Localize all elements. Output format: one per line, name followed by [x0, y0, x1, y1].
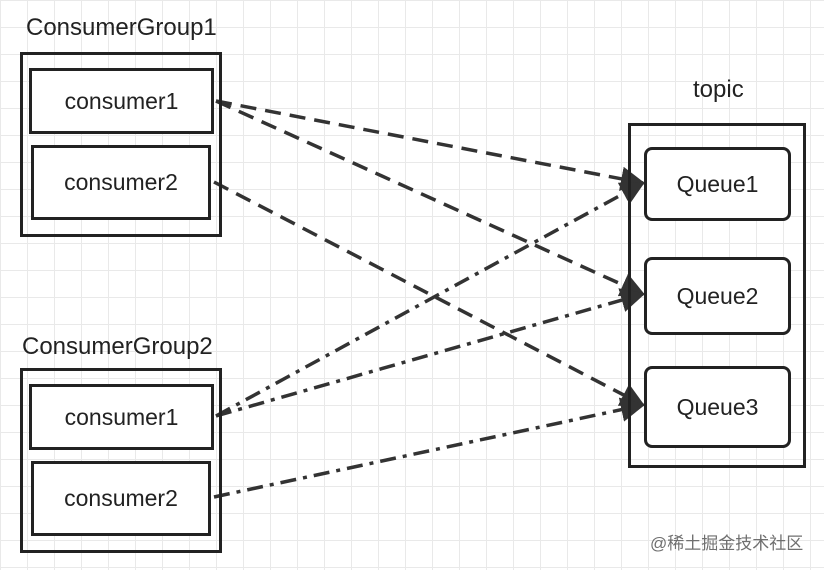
topic-box [628, 123, 806, 468]
queue1-box: Queue1 [644, 147, 791, 221]
edge-group1-consumer1-to-queue1 [215, 99, 646, 191]
edge-group1-consumer1-to-queue2 [215, 99, 646, 297]
edge-group1-consumer2-to-queue3 [213, 180, 646, 407]
edge-group2-consumer1-to-queue2 [215, 288, 646, 418]
group1-label: ConsumerGroup1 [26, 14, 217, 41]
queue3-box: Queue3 [644, 366, 791, 448]
queue3-label: Queue3 [676, 393, 759, 420]
group2-consumer2-label: consumer2 [64, 485, 178, 511]
group1-consumer2-box: consumer2 [31, 145, 211, 220]
group1-consumer1-box: consumer1 [29, 68, 214, 134]
group1-box [20, 52, 222, 237]
topic-label: topic [693, 76, 744, 103]
queue2-box: Queue2 [644, 257, 791, 335]
group2-consumer1-box: consumer1 [29, 384, 214, 450]
group2-box [20, 368, 222, 553]
queue1-label: Queue1 [676, 170, 759, 197]
group1-consumer1-label: consumer1 [64, 87, 179, 114]
group2-consumer2-box: consumer2 [31, 461, 211, 536]
group1-consumer2-label: consumer2 [64, 169, 178, 195]
edge-group2-consumer1-to-queue1 [215, 181, 646, 418]
group2-label: ConsumerGroup2 [22, 333, 213, 360]
edge-group2-consumer2-to-queue3 [213, 397, 646, 499]
watermark-text: @稀土掘金技术社区 [650, 534, 804, 553]
queue2-label: Queue2 [676, 282, 759, 309]
group2-consumer1-label: consumer1 [64, 403, 179, 430]
